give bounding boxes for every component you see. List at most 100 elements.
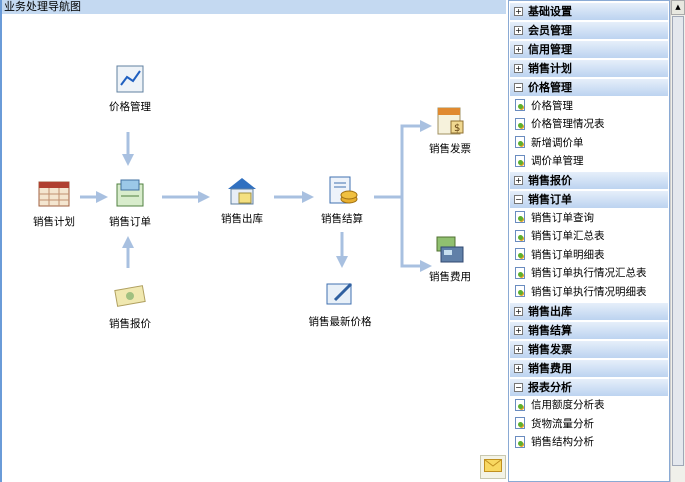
menu-group-label: 销售计划 [528,62,572,75]
menu-group-header[interactable]: + 销售计划 [510,60,668,77]
menu-group-header[interactable]: + 销售报价 [510,172,668,189]
flow-node-latest-price[interactable]: 销售最新价格 [295,278,385,329]
menu-group-label: 销售费用 [528,361,572,375]
menu-group-label: 销售结算 [528,323,572,337]
menu-item-label: 价格管理情况表 [531,118,605,131]
collapse-icon[interactable]: − [514,382,523,392]
menu-group-label: 信用管理 [528,43,572,56]
menu-item[interactable]: 信用额度分析表 [509,396,669,415]
menu-group-header[interactable]: + 信用管理 [510,41,668,58]
svg-text:$: $ [454,123,460,134]
menu-group-header[interactable]: + 基础设置 [510,3,668,20]
menu-item[interactable]: 调价单管理 [509,152,669,171]
flow-node-sales-order[interactable]: 销售订单 [85,178,175,229]
mail-button[interactable] [480,455,506,479]
calendar-icon [37,178,71,210]
menu-item-label: 销售结构分析 [531,436,594,449]
flow-node-sales-invoice[interactable]: $ 销售发票 [405,105,495,156]
cash-register-icon [433,233,467,265]
flow-node-price-management[interactable]: 价格管理 [85,63,175,114]
document-icon [515,229,525,242]
menu-item-label: 销售订单查询 [531,211,594,224]
document-icon [515,398,525,411]
document-icon [515,266,525,279]
menu-group-header[interactable]: + 销售发票 [510,340,668,358]
price-chart-icon [113,63,147,95]
menu-item-label: 销售订单执行情况汇总表 [531,267,647,280]
menu-group-label: 销售出库 [528,304,572,318]
menu-item[interactable]: 价格管理 [509,96,669,115]
menu-group-label: 报表分析 [528,380,572,394]
menu-group-label: 销售订单 [528,193,572,206]
document-icon [515,136,525,149]
warehouse-icon [225,175,259,207]
menu-group-header[interactable]: + 会员管理 [510,22,668,39]
menu-item[interactable]: 销售订单执行情况明细表 [509,282,669,301]
document-icon [515,248,525,261]
menu-item[interactable]: 货物流量分析 [509,414,669,433]
menu-group-label: 会员管理 [528,24,572,37]
document-icon [515,285,525,298]
collapse-icon[interactable]: − [514,83,523,92]
document-icon [515,99,525,112]
menu-item[interactable]: 新增调价单 [509,133,669,152]
expand-icon[interactable]: + [514,325,523,335]
menu-group-header[interactable]: + 销售出库 [510,302,668,320]
menu-item[interactable]: 销售订单执行情况汇总表 [509,264,669,283]
scrollbar-thumb[interactable] [672,16,684,466]
flow-node-sales-plan[interactable]: 销售计划 [9,178,99,229]
navigation-panel: 业务处理导航图 销售计划 价格管理 销售订单 销售报价 销售出库 销售结算 销售… [0,0,506,482]
sidebar-scrollbar[interactable]: ▲ [670,0,685,482]
expand-icon[interactable]: + [514,7,523,16]
menu-item-label: 价格管理 [531,99,573,112]
price-edit-icon [323,278,357,310]
menu-item-label: 信用额度分析表 [531,399,605,412]
document-icon [515,117,525,130]
menu-item[interactable]: 价格管理情况表 [509,115,669,134]
menu-group-header[interactable]: + 销售结算 [510,321,668,339]
sidebar-menu: +基础设置+会员管理+信用管理+销售计划−价格管理价格管理价格管理情况表新增调价… [508,0,670,482]
document-icon [515,417,525,430]
document-icon [515,154,525,167]
menu-group-header[interactable]: + 销售费用 [510,359,668,377]
invoice-icon: $ [433,105,467,137]
menu-item[interactable]: 销售结构分析 [509,433,669,452]
expand-icon[interactable]: + [514,344,523,354]
menu-item-label: 销售订单汇总表 [531,230,605,243]
collapse-icon[interactable]: − [514,195,523,204]
envelope-icon [484,459,502,475]
expand-icon[interactable]: + [514,363,523,373]
flow-node-sales-expense[interactable]: 销售费用 [405,233,495,284]
menu-group-label: 销售报价 [528,174,572,187]
document-icon [515,211,525,224]
menu-item-label: 调价单管理 [531,155,584,168]
menu-item-label: 货物流量分析 [531,417,594,430]
menu-item-label: 新增调价单 [531,136,584,149]
panel-title: 业务处理导航图 [2,0,506,14]
expand-icon[interactable]: + [514,176,523,185]
expand-icon[interactable]: + [514,64,523,73]
menu-group-header[interactable]: −销售订单 [510,191,668,208]
menu-item[interactable]: 销售订单明细表 [509,245,669,264]
order-icon [113,178,147,210]
menu-group-header[interactable]: −价格管理 [510,79,668,96]
flow-node-sales-settlement[interactable]: 销售结算 [297,175,387,226]
menu-group-header[interactable]: −报表分析 [510,378,668,396]
flow-node-sales-quote[interactable]: 销售报价 [85,280,175,331]
expand-icon[interactable]: + [514,45,523,54]
menu-item[interactable]: 销售订单查询 [509,208,669,227]
scroll-up-icon[interactable]: ▲ [671,0,685,15]
menu-item[interactable]: 销售订单汇总表 [509,227,669,246]
menu-group-label: 销售发票 [528,342,572,356]
money-icon [113,280,147,312]
flow-arrows [80,120,432,272]
document-icon [515,435,525,448]
expand-icon[interactable]: + [514,26,523,35]
menu-group-label: 基础设置 [528,5,572,18]
menu-item-label: 销售订单明细表 [531,248,605,261]
clipboard-coins-icon [325,175,359,207]
menu-group-label: 价格管理 [528,81,572,94]
flow-node-sales-outbound[interactable]: 销售出库 [197,175,287,226]
expand-icon[interactable]: + [514,306,523,316]
menu-item-label: 销售订单执行情况明细表 [531,285,647,298]
